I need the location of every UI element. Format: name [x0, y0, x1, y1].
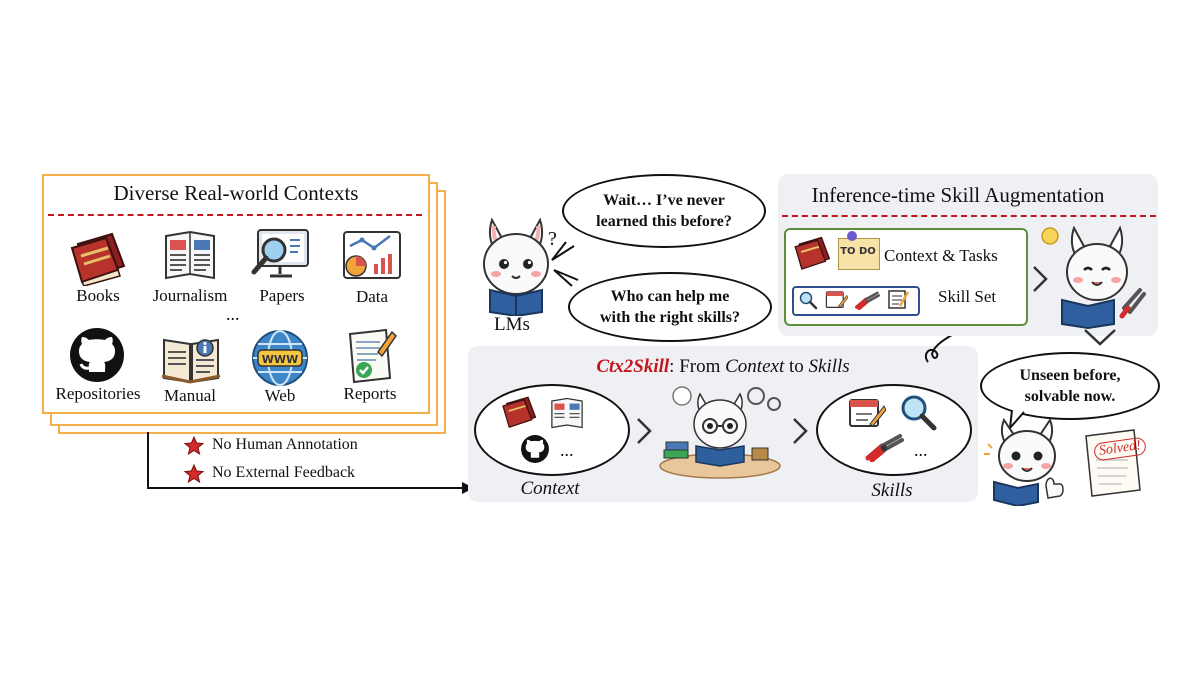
- question-mark: ?: [548, 228, 557, 250]
- github-icon: [70, 328, 124, 382]
- skills-oval-ellipsis: ...: [914, 440, 928, 460]
- alpaca-thumbs-up-icon: [984, 417, 1064, 506]
- chart-icon: [343, 231, 401, 279]
- chevron-down-icon: [1084, 329, 1116, 346]
- magnifier-icon: [901, 395, 937, 431]
- bubble-text-line: with the right skills?: [599, 309, 740, 326]
- newspaper-icon: [551, 397, 583, 429]
- alpaca-reading-icon: [483, 217, 549, 316]
- star-icon: [184, 436, 204, 456]
- contexts-ellipsis: ...: [226, 304, 240, 324]
- skill-set-label: Skill Set: [938, 287, 997, 306]
- context-oval-ellipsis: ...: [560, 440, 574, 460]
- contexts-title-divider: [48, 214, 422, 216]
- book-icon: [70, 232, 126, 286]
- alpaca-working-icon: [659, 386, 781, 479]
- pliers-icon: [854, 291, 880, 310]
- context-label-reports: Reports: [343, 384, 397, 403]
- chevron-right-icon: [637, 418, 652, 444]
- ctx2skill-title-skills: Skills: [808, 356, 850, 377]
- chevron-right-icon: [793, 418, 808, 444]
- ctx2skill-title-part: : From: [669, 356, 726, 377]
- pliers-icon: [865, 434, 904, 462]
- ctx2skill-title: Ctx2Skill: From Context to Skills: [468, 356, 978, 378]
- flow-arrow: [147, 432, 474, 494]
- context-label-web: Web: [264, 386, 296, 405]
- bubble-text-line: Wait… I’ve never: [603, 192, 725, 209]
- bubble-text-line: learned this before?: [596, 213, 732, 230]
- solved-paper-icon: [1085, 429, 1141, 497]
- bubble-text-line: Unseen before,: [1019, 367, 1121, 384]
- skills-label: Skills: [871, 480, 913, 501]
- lm-label: LMs: [494, 314, 530, 335]
- globe-www-icon: WWW: [252, 330, 308, 386]
- magnifier-monitor-icon: [251, 229, 309, 278]
- calendar-pencil-icon: [825, 291, 848, 308]
- notepad-icon: [888, 290, 910, 309]
- bubble-text-line: Who can help me: [610, 288, 730, 305]
- context-label-manual: Manual: [164, 386, 216, 405]
- context-label: Context: [520, 478, 580, 499]
- speech-bubble-solvable: Unseen before, solvable now.: [980, 352, 1160, 420]
- speech-bubble-who-can-help: Who can help me with the right skills?: [568, 272, 772, 342]
- speech-bubble-never-learned: Wait… I’ve never learned this before?: [562, 174, 766, 248]
- inference-title-divider: [782, 215, 1156, 217]
- chevron-right-icon: [1033, 266, 1048, 292]
- context-label-books: Books: [76, 286, 120, 305]
- ctx2skill-title-part: to: [784, 356, 809, 377]
- pin-icon: [847, 231, 857, 241]
- context-label-journalism: Journalism: [152, 286, 228, 305]
- context-tasks-label: Context & Tasks: [884, 246, 998, 265]
- context-label-repositories: Repositories: [55, 384, 141, 403]
- todo-note-text: TO DO: [840, 246, 876, 257]
- context-label-papers: Papers: [259, 286, 305, 305]
- book-icon: [794, 236, 831, 270]
- newspaper-icon: [165, 230, 215, 280]
- github-icon: [521, 435, 549, 463]
- annotation-no-feedback: No External Feedback: [212, 464, 356, 481]
- context-label-data: Data: [355, 287, 389, 306]
- ctx2skill-title-context: Context: [725, 356, 785, 377]
- magnifier-icon: [799, 291, 818, 310]
- bubble-text-line: solvable now.: [1024, 388, 1116, 405]
- skills-oval: [816, 384, 972, 476]
- calendar-pencil-icon: [849, 399, 886, 427]
- svg-text:WWW: WWW: [262, 353, 298, 366]
- inference-title: Inference-time Skill Augmentation: [811, 183, 1105, 207]
- todo-note: [838, 238, 880, 270]
- bubble-tails: [551, 241, 579, 287]
- context-oval: [474, 384, 630, 476]
- alpaca-with-tools-icon: [1041, 225, 1146, 330]
- ctx2skill-name: Ctx2Skill: [596, 356, 670, 377]
- annotation-no-human: No Human Annotation: [212, 436, 358, 453]
- contexts-panel-title: Diverse Real-world Contexts: [113, 181, 359, 205]
- book-icon: [502, 396, 537, 429]
- report-icon: [348, 328, 397, 384]
- manual-icon: [161, 338, 221, 384]
- star-icon: [184, 464, 204, 484]
